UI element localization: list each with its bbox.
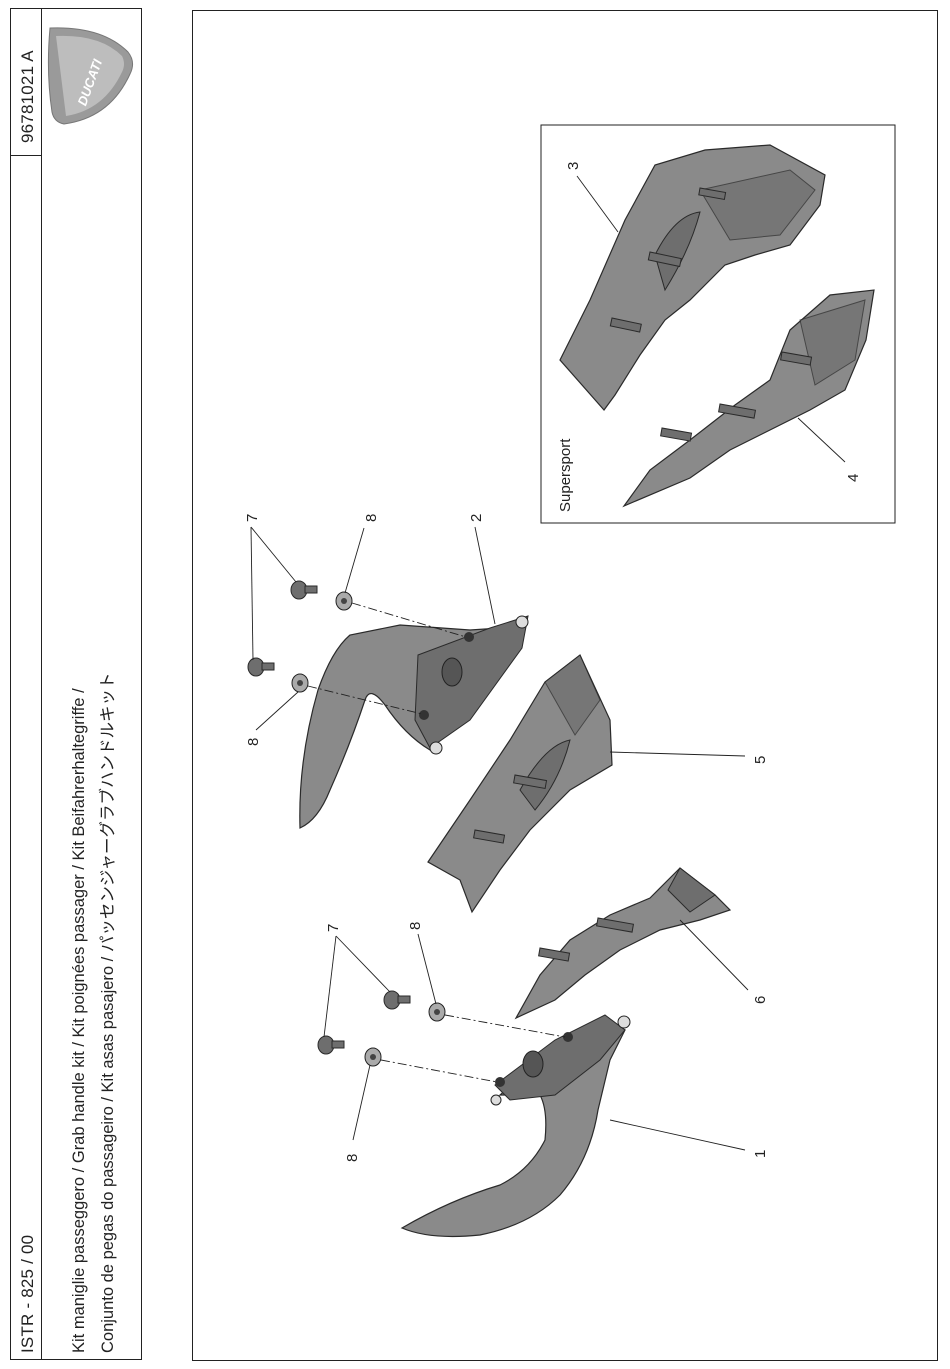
- assembly-axis: [445, 1015, 565, 1037]
- inset-label: Supersport: [557, 438, 574, 512]
- leader-line: [353, 1065, 370, 1140]
- callout-4: 4: [845, 474, 862, 482]
- leader-line: [418, 934, 436, 1004]
- leader-line: [680, 920, 748, 990]
- callout-8: 8: [344, 1154, 361, 1162]
- leader-line: [324, 936, 336, 1037]
- callout-3: 3: [565, 162, 582, 170]
- callout-5: 5: [752, 756, 769, 764]
- lower-fasteners: [318, 991, 445, 1066]
- callout-2: 2: [468, 514, 485, 522]
- callout-8: 8: [407, 922, 424, 930]
- callout-8: 8: [363, 514, 380, 522]
- leader-line: [577, 176, 618, 232]
- assembly-axis: [381, 1060, 497, 1082]
- callout-8: 8: [245, 738, 262, 746]
- leader-line: [610, 752, 745, 756]
- leader-line: [610, 1120, 745, 1150]
- leader-line: [798, 418, 845, 462]
- leader-line: [256, 692, 298, 730]
- leader-line: [336, 936, 390, 992]
- callout-6: 6: [752, 996, 769, 1004]
- leader-line: [345, 528, 364, 593]
- leader-line: [475, 527, 495, 624]
- leader-line: [251, 527, 253, 660]
- part-1-grab-handle: [402, 1015, 630, 1236]
- callout-1: 1: [752, 1150, 769, 1158]
- leader-line: [251, 527, 296, 582]
- callout-7: 7: [244, 514, 261, 522]
- part-6-mounting-plate: [516, 868, 730, 1018]
- callout-7: 7: [325, 924, 342, 932]
